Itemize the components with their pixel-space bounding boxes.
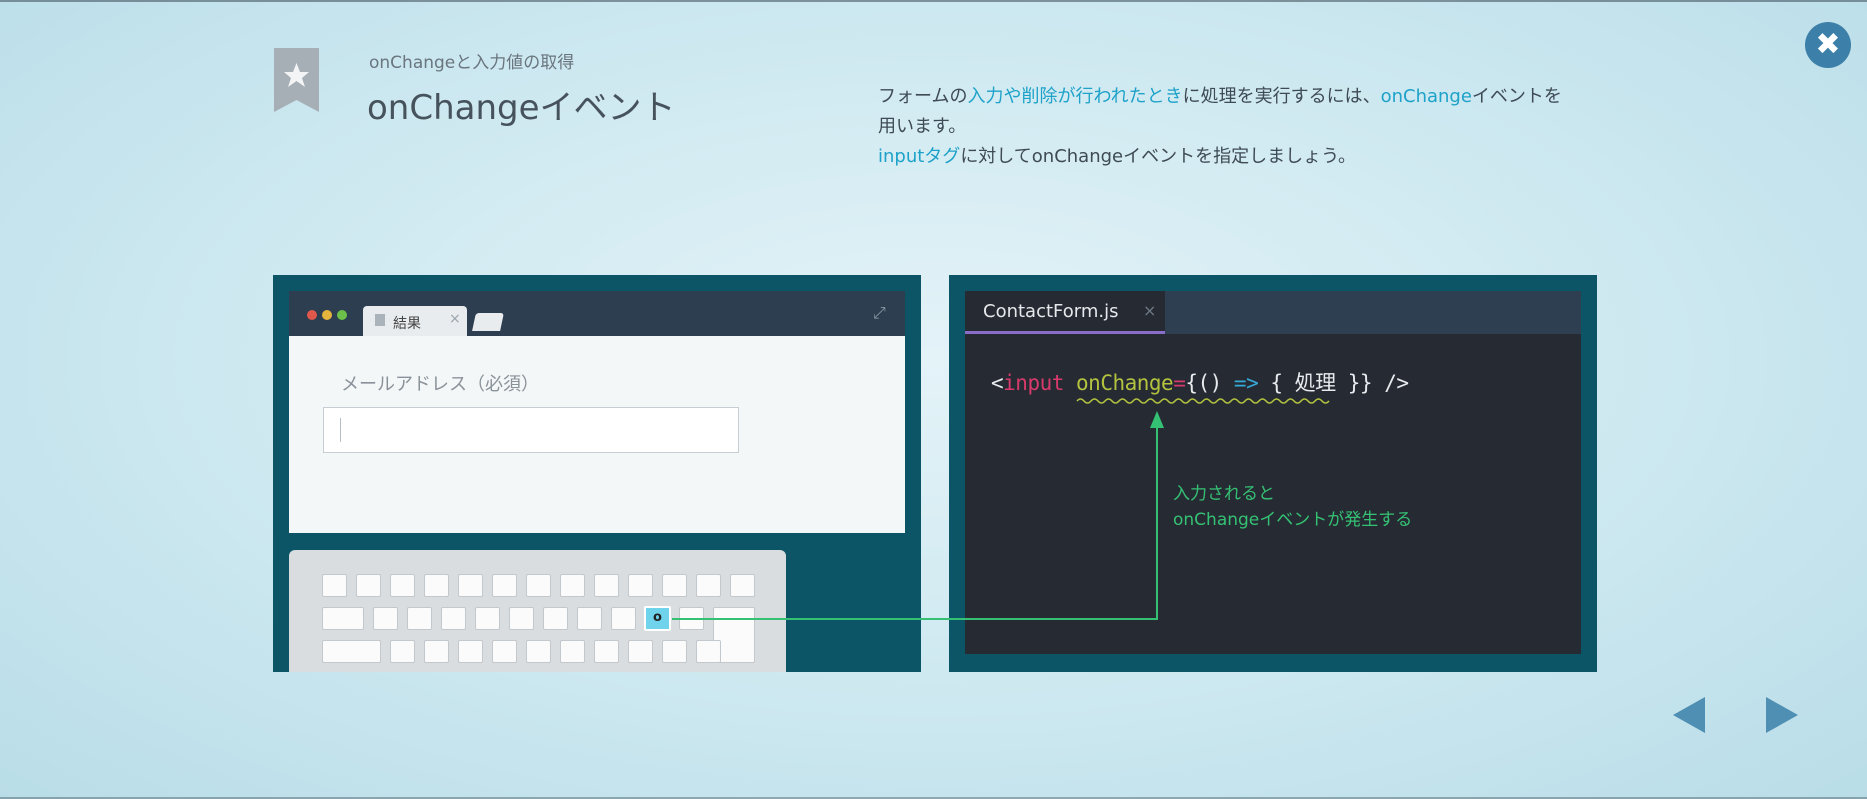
key bbox=[611, 607, 636, 630]
code-attr: onChange bbox=[1076, 371, 1174, 395]
top-border bbox=[0, 0, 1867, 2]
annotation-text: 入力されると onChangeイベントが発生する bbox=[1173, 484, 1413, 530]
key bbox=[560, 574, 585, 597]
star-bookmark-icon bbox=[274, 48, 319, 112]
file-tab-label: ContactForm.js bbox=[983, 301, 1119, 322]
key bbox=[662, 640, 687, 663]
key bbox=[696, 640, 721, 663]
key bbox=[322, 607, 364, 630]
browser-tab-result[interactable]: 結果 × bbox=[363, 306, 467, 336]
key bbox=[322, 640, 381, 663]
tab-close-icon[interactable]: × bbox=[449, 311, 461, 327]
squiggle-underline bbox=[1076, 398, 1330, 404]
file-tab[interactable]: ContactForm.js × bbox=[965, 291, 1165, 334]
key bbox=[543, 607, 568, 630]
desc-text: に対してonChangeイベントを指定しましょう。 bbox=[960, 146, 1357, 167]
key bbox=[560, 640, 585, 663]
key bbox=[424, 640, 449, 663]
code-equals: = bbox=[1173, 371, 1186, 395]
key bbox=[730, 574, 755, 597]
email-label: メールアドレス（必須） bbox=[341, 374, 539, 395]
key bbox=[526, 574, 551, 597]
lesson-subtitle: onChangeと入力値の取得 bbox=[369, 53, 575, 73]
code-arrow: => bbox=[1233, 371, 1259, 395]
code-punct: {() bbox=[1185, 371, 1234, 395]
key bbox=[407, 607, 432, 630]
key bbox=[628, 574, 653, 597]
key bbox=[696, 574, 721, 597]
code-line: <input onChange={() => { 処理 }} /> bbox=[991, 367, 1409, 397]
code-punct: < bbox=[991, 371, 1004, 395]
browser-content: メールアドレス（必須） bbox=[289, 336, 905, 533]
desc-text: フォームの bbox=[878, 86, 968, 107]
desc-highlight: onChange bbox=[1380, 86, 1472, 107]
close-button[interactable]: ✖ bbox=[1805, 22, 1851, 68]
bottom-border bbox=[0, 797, 1867, 799]
key bbox=[628, 640, 653, 663]
desc-highlight: 入力や削除が行われたとき bbox=[967, 86, 1183, 107]
code-tag: input bbox=[1003, 371, 1064, 395]
window-maximize-dot bbox=[337, 310, 347, 320]
next-slide-button[interactable] bbox=[1766, 697, 1798, 733]
email-input[interactable] bbox=[323, 407, 739, 453]
key bbox=[373, 607, 398, 630]
description: フォームの入力や削除が行われたときに処理を実行するには、onChangeイベント… bbox=[878, 82, 1578, 172]
key bbox=[577, 607, 602, 630]
prev-slide-button[interactable] bbox=[1673, 697, 1705, 733]
desc-highlight: inputタグ bbox=[878, 146, 961, 167]
window-minimize-dot bbox=[322, 310, 332, 320]
key bbox=[322, 574, 347, 597]
code-body: { 処理 }} /> bbox=[1258, 371, 1409, 395]
key bbox=[458, 640, 483, 663]
key bbox=[424, 574, 449, 597]
code-editor: ContactForm.js × <input onChange={() => … bbox=[965, 291, 1581, 654]
tab-label: 結果 bbox=[393, 316, 421, 332]
key bbox=[475, 607, 500, 630]
connector-line bbox=[672, 420, 1158, 620]
key bbox=[594, 640, 619, 663]
text-caret bbox=[340, 418, 341, 442]
key bbox=[509, 607, 534, 630]
key bbox=[594, 574, 619, 597]
key bbox=[492, 574, 517, 597]
key bbox=[458, 574, 483, 597]
code-editor-panel: ContactForm.js × <input onChange={() => … bbox=[949, 275, 1597, 672]
expand-icon[interactable]: ⤢ bbox=[873, 303, 886, 322]
browser-preview-panel: 結果 × ⤢ メールアドレス（必須） o bbox=[273, 275, 921, 672]
key bbox=[390, 640, 415, 663]
file-tab-close-icon[interactable]: × bbox=[1143, 301, 1157, 320]
close-icon: ✖ bbox=[1815, 27, 1841, 62]
file-icon bbox=[375, 314, 385, 326]
desc-text: イベントを用います。 bbox=[878, 86, 1562, 137]
connector-arrowhead bbox=[1150, 411, 1164, 428]
key bbox=[662, 574, 687, 597]
window-close-dot bbox=[307, 310, 317, 320]
key bbox=[356, 574, 381, 597]
key bbox=[492, 640, 517, 663]
page-title: onChangeイベント bbox=[367, 88, 676, 128]
key bbox=[390, 574, 415, 597]
key bbox=[441, 607, 466, 630]
keyboard-illustration: o bbox=[289, 550, 786, 672]
key-o-highlighted: o bbox=[644, 606, 671, 631]
key bbox=[526, 640, 551, 663]
desc-text: に処理を実行するには、 bbox=[1182, 86, 1381, 107]
